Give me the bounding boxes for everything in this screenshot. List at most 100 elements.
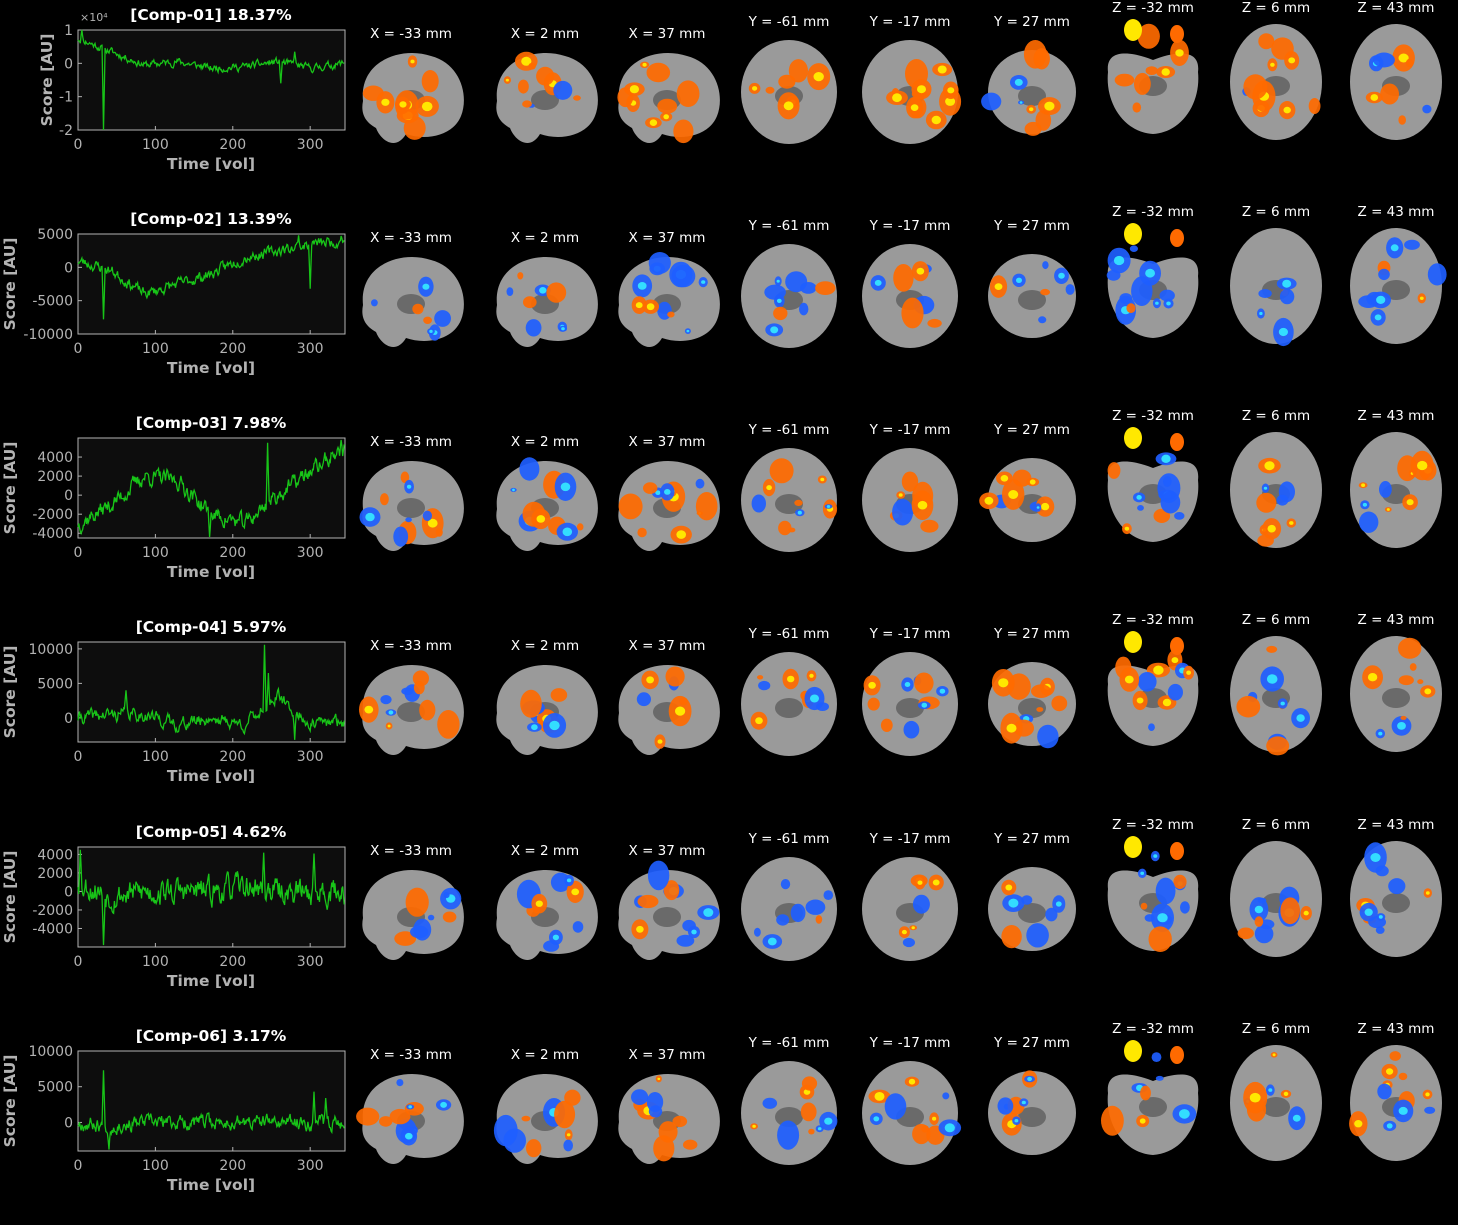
negative-peak: [1362, 502, 1367, 507]
positive-activation: [1398, 675, 1414, 686]
negative-peak: [388, 710, 394, 715]
x-tick-label: 0: [74, 545, 83, 561]
positive-activation: [1137, 23, 1160, 49]
negative-peak: [703, 908, 714, 917]
plot-frame: [77, 641, 346, 743]
positive-activation: [536, 66, 555, 86]
slice-panel: [988, 662, 1076, 749]
positive-activation: [1107, 462, 1121, 479]
negative-activation: [1167, 683, 1183, 701]
positive-activation: [421, 70, 439, 93]
negative-peak: [1019, 101, 1023, 104]
positive-peak: [399, 101, 407, 108]
slice-panel: [359, 461, 464, 552]
positive-peak: [1424, 688, 1432, 695]
positive-peak: [1425, 1092, 1430, 1097]
negative-peak: [1386, 1123, 1393, 1129]
negative-activation: [1037, 724, 1059, 749]
slice-coordinate-label: Z = 43 mm: [1358, 817, 1435, 833]
positive-activation: [437, 710, 460, 739]
x-axis-label: Time [vol]: [167, 972, 255, 990]
positive-activation: [667, 311, 675, 318]
positive-activation: [643, 482, 658, 494]
slice-coordinate-label: Z = 43 mm: [1358, 204, 1435, 220]
negative-activation: [1375, 865, 1389, 877]
x-tick-label: 300: [297, 341, 324, 357]
negative-peak: [1376, 295, 1386, 304]
slice-panel: [741, 40, 837, 144]
negative-activation: [1137, 505, 1144, 511]
positive-peak: [566, 1133, 571, 1137]
negative-activation: [884, 1093, 907, 1120]
slice-coordinate-label: X = 37 mm: [629, 638, 706, 654]
negative-activation: [695, 478, 705, 489]
positive-peak: [1398, 53, 1409, 63]
negative-activation: [823, 890, 834, 900]
positive-activation: [808, 1128, 815, 1135]
positive-peak: [1270, 62, 1275, 67]
y-tick-label: 10000: [28, 1044, 73, 1060]
y-tick-label: -4000: [32, 526, 73, 542]
positive-activation: [1101, 1105, 1124, 1136]
negative-activation: [636, 692, 651, 707]
positive-activation: [815, 281, 836, 295]
negative-activation: [1151, 1052, 1162, 1062]
positive-peak: [945, 97, 956, 106]
slice-panel: [496, 257, 598, 348]
positive-activation: [554, 1100, 576, 1129]
negative-peak: [1153, 854, 1158, 858]
positive-activation: [1140, 1085, 1151, 1101]
positive-peak: [1417, 460, 1428, 471]
negative-peak: [776, 279, 780, 283]
positive-peak: [1029, 107, 1034, 112]
slice-coordinate-label: X = -33 mm: [370, 1047, 452, 1063]
negative-activation: [1180, 901, 1190, 914]
positive-activation: [576, 523, 584, 531]
positive-peak: [1386, 508, 1390, 511]
positive-activation: [927, 318, 942, 328]
slice-panel: [1230, 841, 1322, 957]
slice-coordinate-label: Y = -61 mm: [748, 218, 830, 234]
slice-coordinate-label: X = -33 mm: [370, 434, 452, 450]
x-tick-label: 300: [297, 749, 324, 765]
negative-activation: [1129, 245, 1138, 252]
positive-activation: [920, 519, 939, 533]
negative-activation: [1258, 289, 1272, 298]
positive-activation: [1031, 684, 1052, 698]
positive-activation: [637, 894, 659, 909]
negative-peak: [1397, 722, 1406, 730]
negative-peak: [1254, 905, 1264, 914]
positive-peak: [427, 518, 438, 528]
positive-activation: [683, 1139, 698, 1150]
positive-peak: [1124, 427, 1142, 449]
positive-activation: [1380, 83, 1399, 105]
positive-peak: [535, 900, 543, 907]
negative-activation: [903, 720, 920, 739]
positive-activation: [1173, 874, 1187, 889]
positive-peak: [809, 673, 814, 678]
slice-coordinate-label: Y = 27 mm: [993, 626, 1070, 642]
positive-activation: [646, 62, 671, 83]
negative-peak: [1113, 255, 1125, 266]
negative-peak: [1036, 506, 1040, 509]
slice-panel: [1107, 631, 1199, 746]
negative-activation: [396, 1079, 404, 1087]
slice-panel: [1350, 24, 1442, 140]
slice-coordinate-label: X = 37 mm: [629, 230, 706, 246]
negative-activation: [422, 510, 432, 521]
positive-peak: [1289, 521, 1294, 525]
plot-frame: [77, 29, 346, 131]
negative-peak: [1280, 701, 1285, 706]
negative-peak: [1268, 1088, 1273, 1092]
negative-peak: [1378, 731, 1383, 736]
negative-activation: [553, 80, 573, 100]
y-tick-label: 0: [64, 884, 73, 900]
positive-peak: [1186, 670, 1191, 675]
positive-activation: [672, 1115, 688, 1128]
slice-coordinate-label: Z = 6 mm: [1242, 1021, 1310, 1037]
